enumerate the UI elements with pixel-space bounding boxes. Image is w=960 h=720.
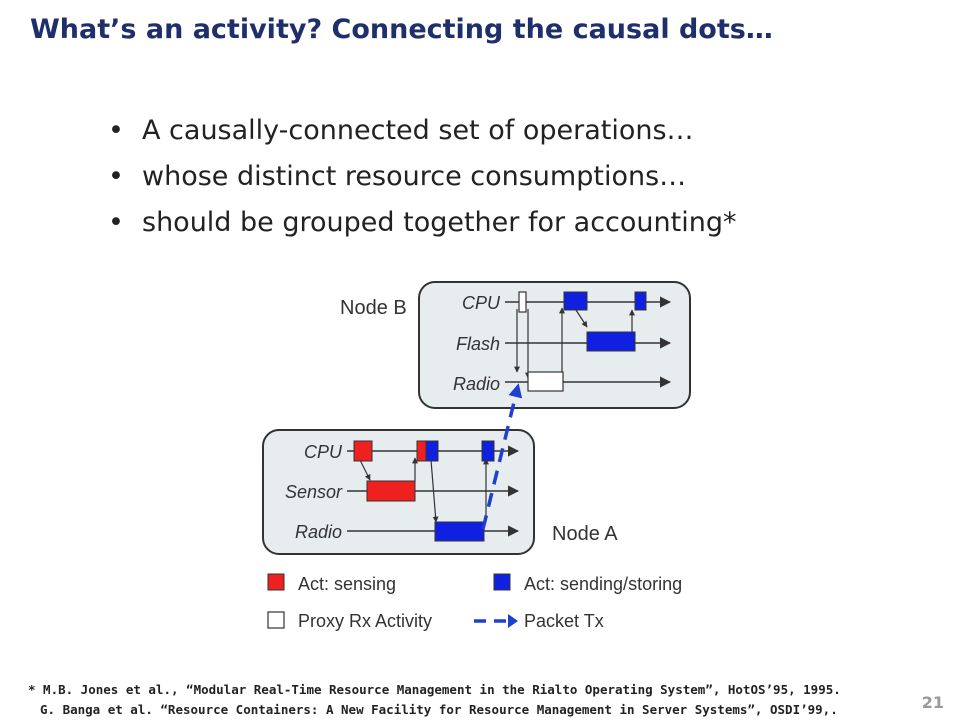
node-a-sense-cpu-block-1 [353,440,373,462]
node-b-send-cpu-block-1 [563,291,588,311]
node-a-send-cpu-block-2 [481,440,495,462]
node-a-send-radio-block [434,521,485,542]
node-a-sense-cpu-block-2 [416,440,427,462]
node-a-row-radio: Radio [295,522,342,542]
bullet-item: should be grouped together for accountin… [108,200,737,246]
node-b-label: Node B [340,297,407,319]
footnote-line-2: G. Banga et al. “Resource Containers: A … [40,702,838,717]
node-b-causal-arrows [514,307,635,379]
legend-sensing-label: Act: sensing [298,574,396,594]
packet-tx-arrow [481,383,523,530]
legend-sending-swatch [493,573,511,591]
bullet-list: A causally-connected set of operations… … [108,108,737,246]
bullet-text: should be grouped together for accountin… [142,207,737,238]
bullet-text: whose distinct resource consumptions… [142,161,687,192]
node-a-label: Node A [552,523,618,545]
node-b-proxy-radio-block [527,371,564,392]
legend-proxy-swatch [267,611,285,629]
node-a-causal-arrows [359,457,489,523]
node-b-send-cpu-block-2 [634,291,647,311]
bullet-item: A causally-connected set of operations… [108,108,737,154]
legend: Act: sensing Act: sending/storing Proxy … [267,573,682,631]
node-b-proxy-cpu-block [518,291,527,313]
node-a-row-cpu: CPU [304,442,343,462]
node-b-send-flash-block [586,331,636,352]
footnote-line-1: * M.B. Jones et al., “Modular Real-Time … [28,682,841,697]
node-b-row-cpu: CPU [462,293,501,313]
legend-packet-label: Packet Tx [524,611,604,631]
legend-sensing-swatch [267,573,285,591]
node-a-send-cpu-block-1 [425,440,439,462]
node-b-row-radio: Radio [453,374,500,394]
node-b-activities [518,291,647,392]
node-b-box [418,281,691,409]
legend-packet-arrowhead [508,614,518,628]
slide-title: What’s an activity? Connecting the causa… [30,14,773,45]
legend-sending-label: Act: sending/storing [524,574,682,594]
node-b-row-flash: Flash [456,334,500,354]
page-number: 21 [921,693,944,712]
node-a-activities [353,440,495,542]
bullet-item: whose distinct resource consumptions… [108,154,737,200]
activity-diagram: Node B CPU Flash Radio Node A CPU Sensor… [262,281,691,631]
bullet-text: A causally-connected set of operations… [142,115,694,146]
legend-proxy-label: Proxy Rx Activity [298,611,432,631]
node-a-row-sensor: Sensor [285,482,343,502]
references-footnote: * M.B. Jones et al., “Modular Real-Time … [28,680,841,720]
node-a-sense-sensor-block [366,480,416,502]
